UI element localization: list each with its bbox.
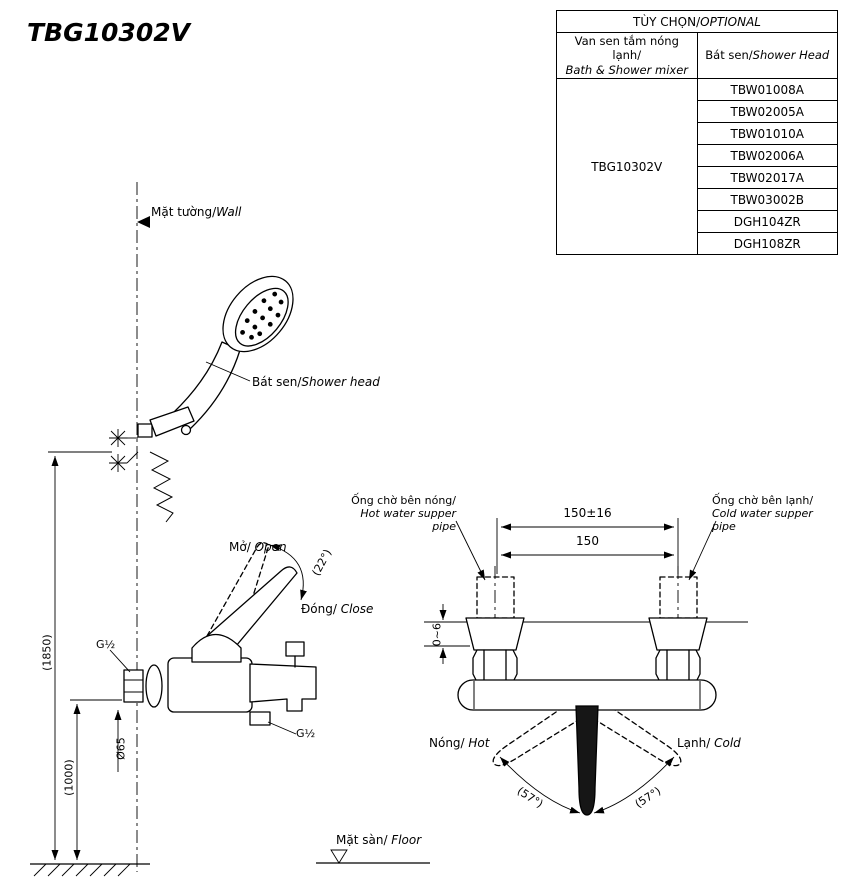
dim-150-label: 150 — [576, 534, 599, 548]
handle-swing-left-dashed — [492, 693, 594, 767]
floor-marker — [316, 849, 430, 864]
shower-head-code: TBW02006A — [696, 144, 838, 168]
cold-escutcheon — [648, 617, 708, 651]
hand-shower — [172, 275, 294, 430]
hot-connection-nut — [472, 649, 518, 683]
close-label: Đóng/ Close — [301, 602, 374, 616]
mixer-body-side — [167, 657, 253, 713]
shower-head-label: Bát sen/Shower head — [252, 375, 380, 389]
open-angle-arc — [269, 544, 307, 601]
cold-label: Lạnh/ Cold — [677, 736, 741, 750]
dim-1850-label: (1850) — [40, 634, 54, 671]
hot-label: Nóng/ Hot — [429, 736, 490, 750]
shower-head-column-header: Bát sen/ — [705, 48, 753, 63]
shower-head-code: TBW01008A — [696, 78, 838, 102]
table-row: TBG10302V TBW01008A — [556, 78, 838, 256]
hot-escutcheon — [465, 617, 525, 651]
inlet-leader — [109, 649, 131, 673]
wall-flange — [145, 664, 163, 708]
outlet-thread-label: G½ — [296, 727, 316, 740]
anchor-screws — [109, 429, 139, 472]
wall-label: Mặt tường/Wall — [151, 205, 242, 219]
cold-supply-pipe — [659, 576, 698, 619]
shower-head-code: TBW02017A — [696, 166, 838, 190]
shower-head-code: TBW01010A — [696, 122, 838, 146]
swing-arc-right — [593, 756, 675, 814]
shower-head-column-header-en: Shower Head — [752, 48, 830, 63]
shower-head-code: DGH104ZR — [696, 210, 838, 234]
cold-pipe-leader — [688, 520, 717, 581]
table-title: TÙY CHỌN/ — [633, 14, 701, 29]
dim-150-16-label: 150±16 — [563, 506, 612, 520]
shower-head-code: DGH108ZR — [696, 232, 838, 256]
dim-1850-lines — [48, 451, 112, 860]
inlet-nut — [123, 669, 144, 703]
optional-parts-table: TÙY CHỌN/OPTIONAL Van sen tắm nóng lạnh/… — [556, 10, 838, 256]
outlet-leader — [267, 721, 297, 735]
shower-head-leader — [205, 361, 251, 382]
hot-pipe-leader — [455, 520, 486, 581]
hot-supply-pipe — [476, 576, 515, 619]
lever-open-dashed — [206, 542, 270, 645]
diverter-knob — [285, 641, 305, 657]
spray-nozzle-dots — [240, 291, 284, 340]
floor-hatch — [30, 863, 150, 877]
table-row: DGH108ZR — [557, 232, 838, 256]
floor-label: Mặt sàn/ Floor — [336, 833, 422, 847]
lever-dome — [191, 634, 242, 663]
handle-solid — [575, 705, 599, 816]
flange-dia-label: Ø65 — [114, 737, 128, 760]
mixer-side — [123, 542, 317, 726]
dim-150-16-lines — [496, 518, 679, 574]
spout — [249, 663, 317, 712]
shower-head-code: TBW03002B — [696, 188, 838, 212]
table-title-en: OPTIONAL — [700, 14, 761, 29]
mixer-code-cell: TBG10302V — [556, 78, 698, 256]
open-label: Mở/ Open — [229, 540, 287, 554]
dim-1000-lines — [70, 699, 122, 860]
table-subheader-row: Van sen tắm nóng lạnh/ Bath & Shower mix… — [556, 31, 838, 80]
inlet-thread-label: G½ — [96, 638, 116, 651]
cold-connection-nut — [655, 649, 701, 683]
page-title: TBG10302V — [27, 18, 190, 47]
wall-arrow-icon — [137, 216, 150, 228]
hose-coil — [149, 451, 174, 523]
side-view-drawing — [30, 182, 430, 877]
handshower-outlet — [249, 711, 271, 726]
swing-arc-left — [499, 756, 581, 814]
front-view-drawing — [424, 518, 748, 816]
dim-wall-gap-label: 0~6 — [430, 622, 444, 647]
mixer-column-header-en: Bath & Shower mixer — [565, 62, 688, 77]
shower-head-code: TBW02005A — [696, 100, 838, 124]
table-header-row: TÙY CHỌN/OPTIONAL — [556, 10, 838, 33]
table-row: DGH104ZR — [557, 210, 838, 234]
dim-1000-label: (1000) — [62, 759, 76, 796]
wall-bracket — [137, 406, 195, 438]
mixer-column-header: Van sen tắm nóng lạnh/ — [574, 34, 679, 63]
cold-pipe-label: Ống chờ bên lạnh/ Cold water supper pipe — [712, 494, 814, 534]
hot-pipe-label: Ống chờ bên nóng/ Hot water supper pipe — [351, 494, 456, 534]
